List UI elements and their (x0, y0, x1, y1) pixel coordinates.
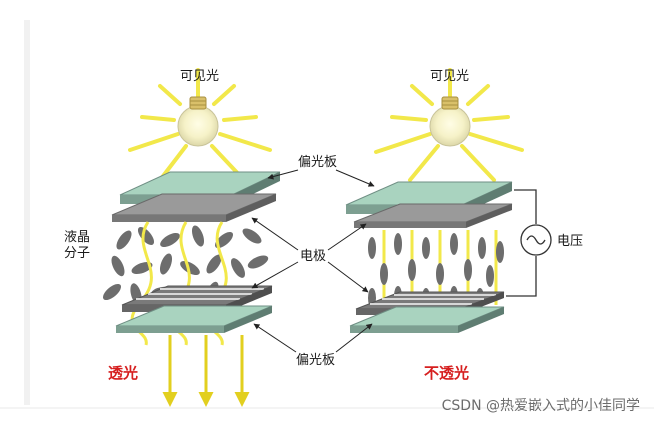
label-liquid-crystal-line1: 液晶 (64, 230, 90, 245)
right-assembly (345, 68, 552, 333)
light-bulb-icon (177, 96, 219, 147)
left-assembly (102, 68, 281, 407)
label-electrode: 电极 (300, 249, 326, 264)
output-light-arrows-left (162, 335, 250, 407)
label-polarizer-top: 偏光板 (298, 155, 337, 170)
label-transmits-light: 透光 (108, 364, 138, 382)
light-bulb-icon (429, 96, 471, 147)
lc-molecules-right (368, 233, 504, 308)
light-rays-right (374, 68, 524, 182)
bottom-polarizer-right (349, 306, 505, 333)
label-no-light: 不透光 (424, 364, 469, 382)
left-panel-edge (24, 20, 30, 405)
label-visible-light-left: 可见光 (180, 69, 219, 84)
ac-voltage-source-icon (506, 189, 552, 297)
label-polarizer-bottom: 偏光板 (296, 353, 335, 368)
watermark-text: CSDN @热爱嵌入式的小佳同学 (442, 398, 640, 414)
label-voltage: 电压 (557, 234, 583, 249)
top-electrode-left (111, 193, 277, 222)
annotation-arrows (251, 169, 375, 353)
label-visible-light-right: 可见光 (430, 69, 469, 84)
bottom-polarizer-left (115, 305, 273, 333)
top-electrode-right (353, 203, 513, 228)
label-liquid-crystal-line2: 分子 (64, 246, 90, 261)
